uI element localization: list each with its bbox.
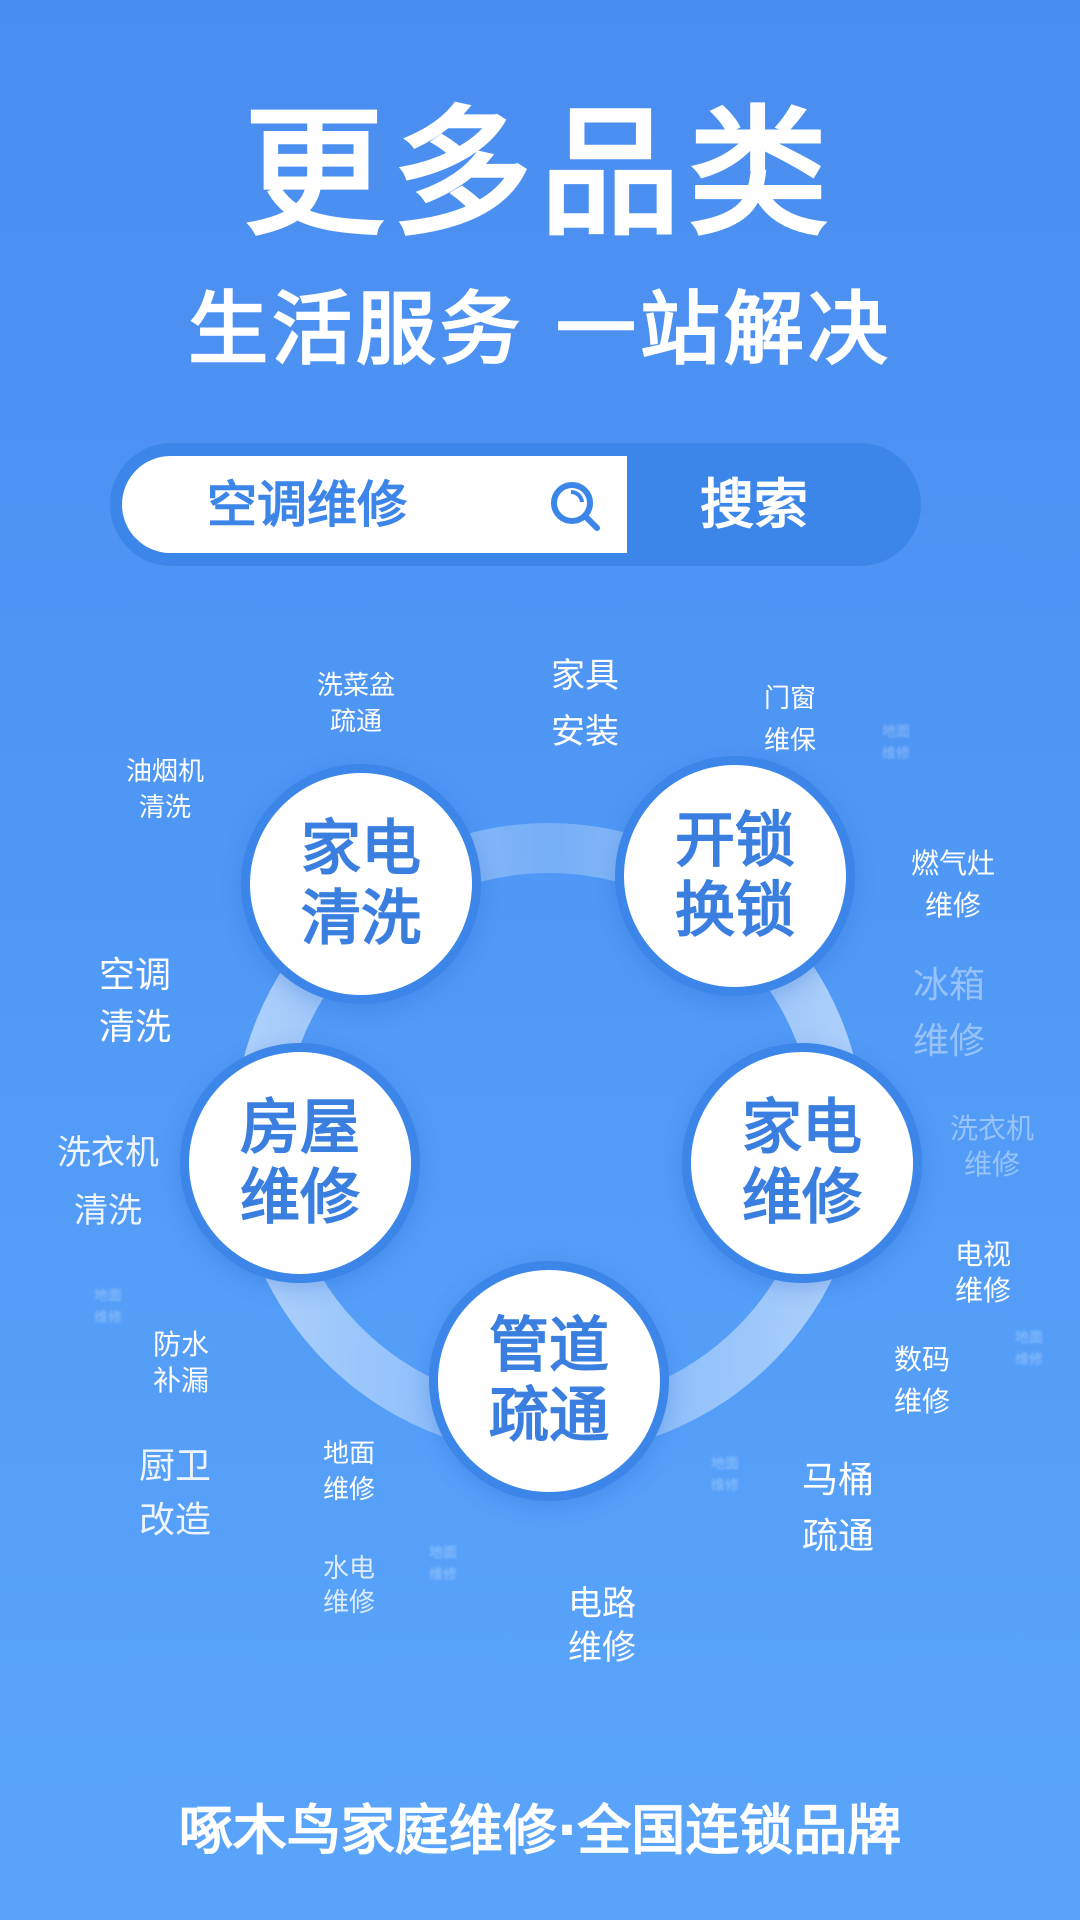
tag-door-window[interactable]: 门窗维保 xyxy=(764,678,816,762)
category-label: 换锁 xyxy=(675,876,795,946)
tag-line: 水电 xyxy=(322,1554,376,1584)
tag-line: 燃气灶 xyxy=(910,847,996,880)
tag-line: 补漏 xyxy=(152,1364,210,1397)
tag-line: 维保 xyxy=(763,726,817,756)
tag-kitchen-bath[interactable]: 厨卫改造 xyxy=(139,1440,211,1548)
tag-line: 维修 xyxy=(882,746,910,762)
tag-line: 维修 xyxy=(893,1385,951,1418)
tag-line: 维修 xyxy=(1015,1352,1043,1368)
tag-line: 厨卫 xyxy=(138,1446,212,1487)
tag-sink-unclog[interactable]: 洗菜盆疏通 xyxy=(317,668,395,740)
tag-line: 清洗 xyxy=(98,1007,172,1048)
tag-floor-repair[interactable]: 地面维修 xyxy=(882,721,910,765)
tag-line: 地面 xyxy=(882,724,910,740)
category-house-repair[interactable]: 房屋维修 xyxy=(180,1043,420,1283)
category-locksmith[interactable]: 开锁换锁 xyxy=(615,756,855,996)
page-subtitle: 生活服务 一站解决 xyxy=(188,283,892,376)
tag-line: 地面 xyxy=(711,1456,739,1472)
search-button[interactable]: 搜索 xyxy=(700,473,808,536)
category-appliance-repair[interactable]: 家电维修 xyxy=(682,1043,922,1283)
category-label: 维修 xyxy=(240,1163,360,1233)
tag-line: 维修 xyxy=(322,1588,376,1618)
tag-line: 冰箱 xyxy=(912,965,986,1006)
category-pipe-unclog[interactable]: 管道疏通 xyxy=(429,1261,669,1501)
tag-line: 数码 xyxy=(893,1343,951,1376)
tag-line: 清洗 xyxy=(138,793,192,823)
category-label: 家电 xyxy=(301,814,421,884)
tag-line: 洗衣机 xyxy=(949,1112,1035,1145)
search-icon[interactable] xyxy=(547,478,603,534)
tag-furniture-install[interactable]: 家具安装 xyxy=(551,648,619,760)
tag-floor-repair[interactable]: 地面维修 xyxy=(1015,1327,1043,1371)
tag-line: 维修 xyxy=(912,1021,986,1062)
tag-toilet-unclog[interactable]: 马桶疏通 xyxy=(802,1453,874,1565)
category-label: 清洗 xyxy=(301,884,421,954)
tag-line: 维修 xyxy=(711,1478,739,1494)
tag-floor-repair[interactable]: 地面维修 xyxy=(94,1285,122,1329)
category-label: 管道 xyxy=(489,1311,609,1381)
tag-line: 地面 xyxy=(94,1288,122,1304)
tag-line: 改造 xyxy=(138,1500,212,1541)
tag-ac-cleaning[interactable]: 空调清洗 xyxy=(99,950,171,1054)
tag-line: 疏通 xyxy=(329,707,383,737)
tag-fridge-repair[interactable]: 冰箱维修 xyxy=(913,958,985,1070)
tag-line: 地面 xyxy=(1015,1330,1043,1346)
tag-line: 油烟机 xyxy=(125,757,205,787)
tag-line: 维修 xyxy=(924,889,982,922)
tag-line: 疏通 xyxy=(801,1516,875,1557)
tag-line: 维修 xyxy=(322,1475,376,1505)
category-label: 家电 xyxy=(742,1093,862,1163)
tag-line: 维修 xyxy=(94,1310,122,1326)
tag-circuit-repair[interactable]: 电路维修 xyxy=(568,1582,636,1670)
category-appliance-cleaning[interactable]: 家电清洗 xyxy=(241,764,481,1004)
search-bar: 空调维修 搜索 xyxy=(110,443,921,566)
search-input[interactable]: 空调维修 xyxy=(122,456,627,553)
category-label: 开锁 xyxy=(675,806,795,876)
tag-line: 地面 xyxy=(429,1545,457,1561)
tag-tv-repair[interactable]: 电视维修 xyxy=(955,1237,1011,1309)
tag-hood-cleaning[interactable]: 油烟机清洗 xyxy=(126,754,204,826)
category-label: 疏通 xyxy=(489,1381,609,1451)
tag-line: 家具 xyxy=(551,656,619,696)
tag-line: 空调 xyxy=(98,955,172,996)
category-label: 房屋 xyxy=(240,1093,360,1163)
tag-digital-repair[interactable]: 数码维修 xyxy=(894,1339,950,1423)
page-title: 更多品类 xyxy=(243,93,836,256)
category-label: 维修 xyxy=(742,1163,862,1233)
tag-line: 电视 xyxy=(954,1238,1012,1271)
footer-brand: 啄木鸟家庭维修·全国连锁品牌 xyxy=(178,1799,902,1862)
tag-line: 地面 xyxy=(322,1439,376,1469)
tag-line: 清洗 xyxy=(74,1191,142,1231)
tag-line: 维修 xyxy=(429,1567,457,1583)
tag-line: 维修 xyxy=(954,1274,1012,1307)
tag-line: 马桶 xyxy=(801,1460,875,1501)
tag-line: 防水 xyxy=(152,1328,210,1361)
tag-waterproof[interactable]: 防水补漏 xyxy=(153,1327,209,1399)
tag-line: 维修 xyxy=(963,1148,1021,1181)
tag-floor-repair[interactable]: 地面维修 xyxy=(429,1542,457,1586)
tag-line: 洗菜盆 xyxy=(316,671,396,701)
search-input-value: 空调维修 xyxy=(207,476,407,534)
tag-floor-repair[interactable]: 地面维修 xyxy=(323,1436,375,1508)
tag-line: 洗衣机 xyxy=(57,1133,159,1173)
tag-plumbing-electric[interactable]: 水电维修 xyxy=(323,1552,375,1620)
tag-line: 安装 xyxy=(551,712,619,752)
tag-line: 门窗 xyxy=(763,684,817,714)
tag-washer-repair[interactable]: 洗衣机维修 xyxy=(950,1111,1034,1183)
tag-stove-repair[interactable]: 燃气灶维修 xyxy=(911,843,995,927)
tag-line: 电路 xyxy=(568,1584,636,1624)
tag-line: 维修 xyxy=(568,1628,636,1668)
tag-floor-repair[interactable]: 地面维修 xyxy=(711,1453,739,1497)
tag-washer-cleaning[interactable]: 洗衣机清洗 xyxy=(57,1124,159,1240)
